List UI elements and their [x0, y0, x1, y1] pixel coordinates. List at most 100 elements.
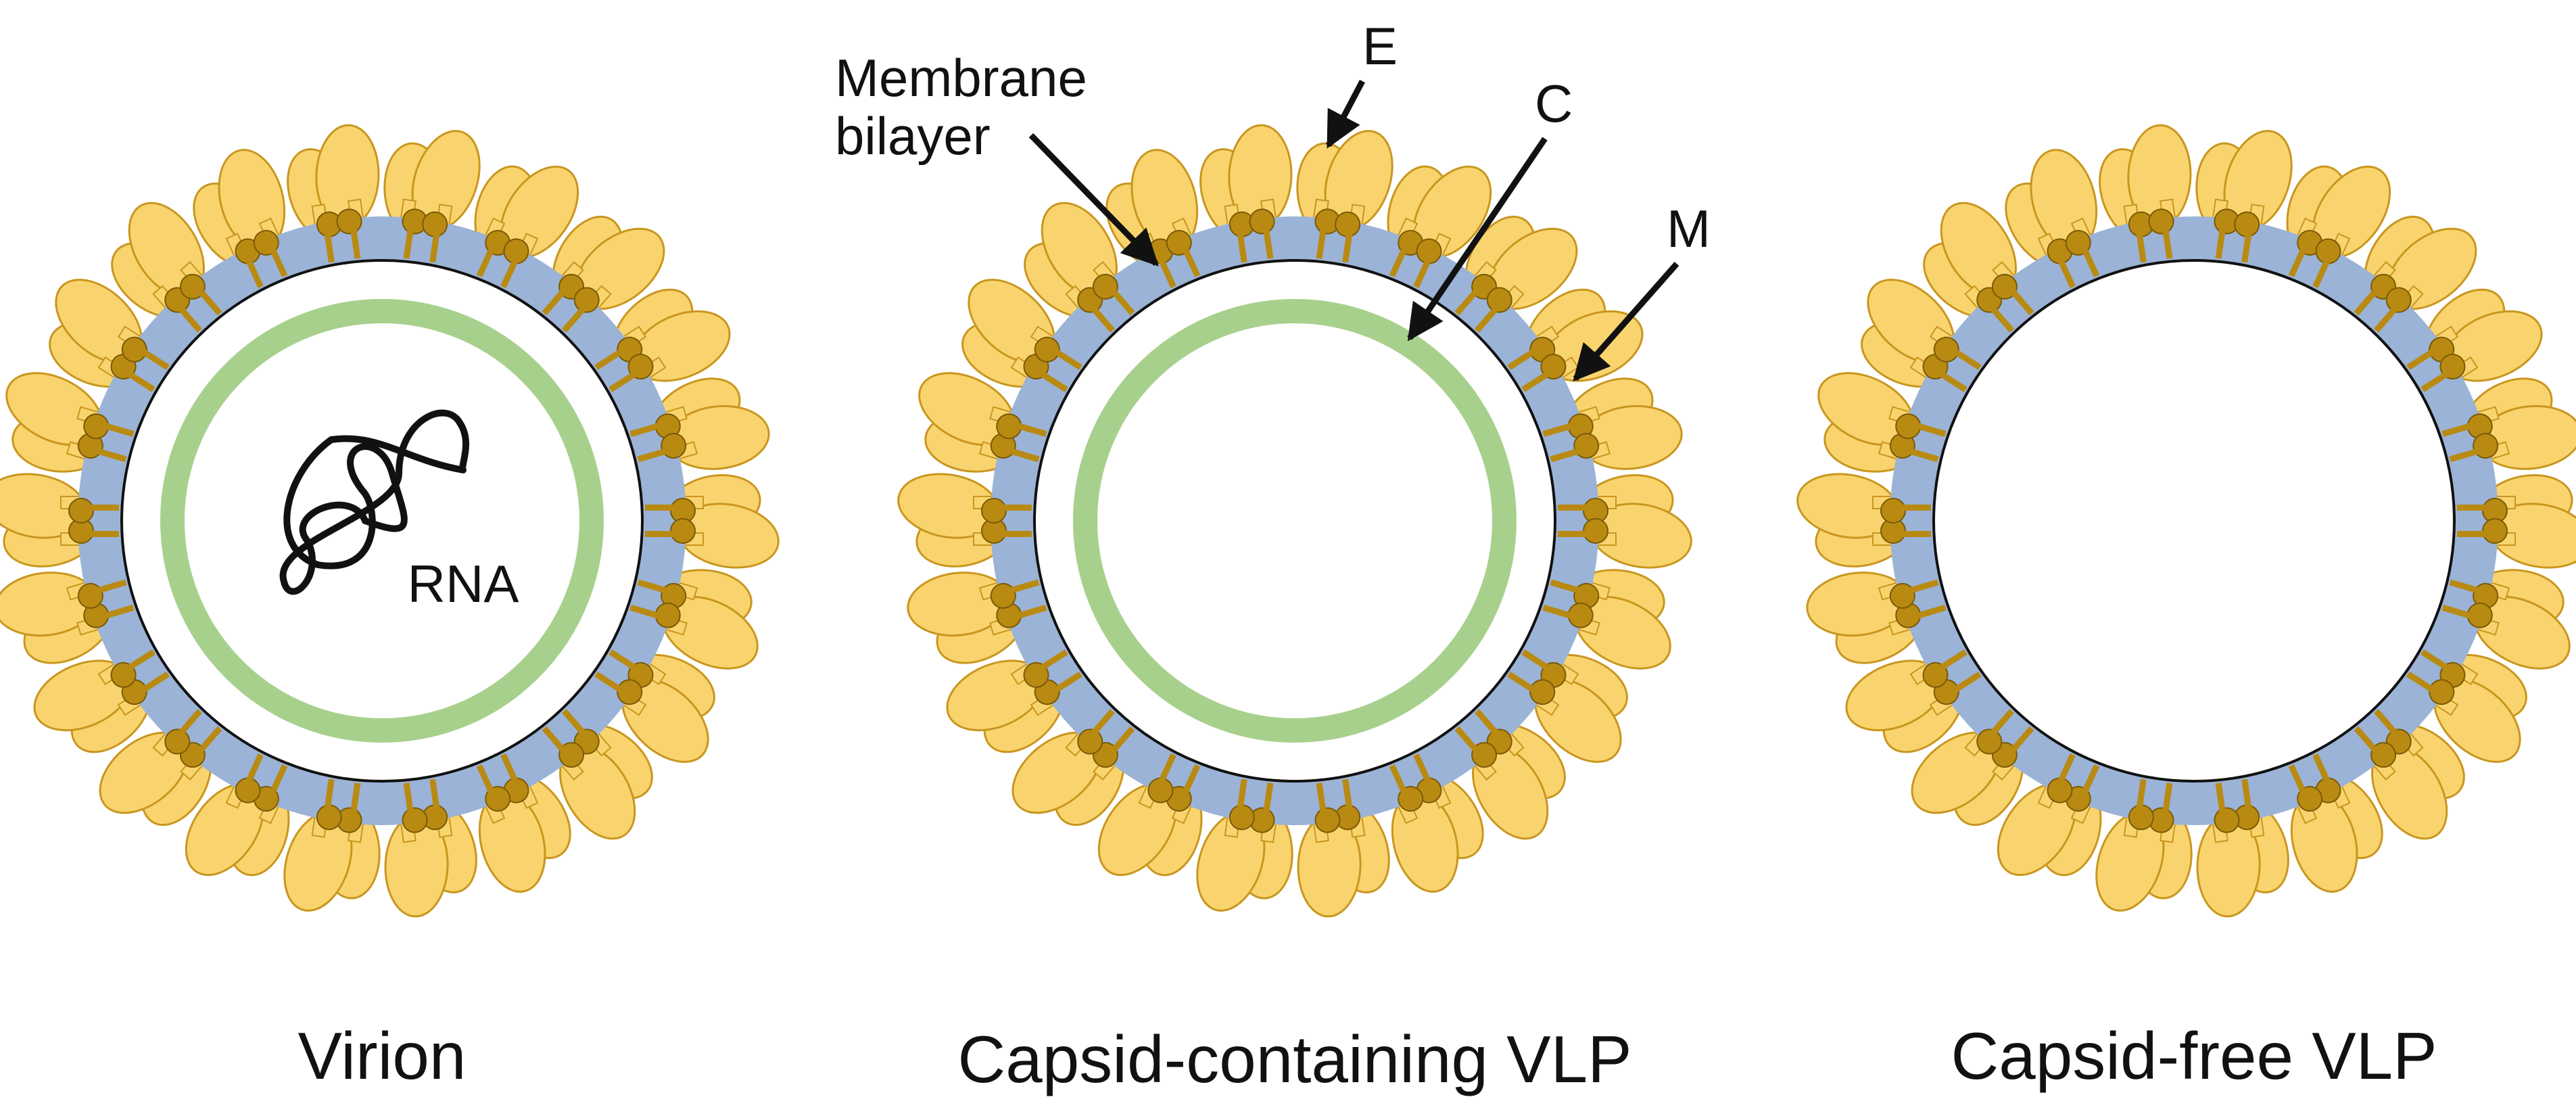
- m-protein-leg: [476, 764, 496, 795]
- m-protein: [2441, 579, 2499, 628]
- e-protein: [2367, 723, 2465, 840]
- m-protein-leg: [1475, 305, 1500, 333]
- m-protein-leg: [1110, 726, 1135, 754]
- m-protein-leg: [245, 257, 264, 289]
- m-protein: [68, 498, 119, 544]
- e-protein: [287, 124, 380, 242]
- m-protein: [1229, 208, 1275, 263]
- m-protein-leg: [140, 348, 170, 371]
- m-protein: [2441, 413, 2499, 463]
- m-protein-leg: [1110, 287, 1135, 316]
- m-protein: [542, 709, 600, 768]
- m-protein-head: [1976, 728, 2003, 755]
- m-protein-leg: [609, 370, 638, 392]
- m-protein-leg: [2374, 305, 2400, 333]
- m-protein-leg: [1158, 753, 1176, 785]
- m-protein-leg: [2354, 287, 2379, 316]
- m-protein-head: [1933, 336, 1959, 363]
- m-protein-leg: [2441, 422, 2474, 438]
- m-protein: [1389, 229, 1442, 289]
- m-protein-leg: [1558, 531, 1589, 537]
- m-protein: [1542, 413, 1600, 463]
- annotation-m: M: [1573, 199, 1711, 382]
- m-protein: [2406, 336, 2466, 392]
- m-protein-leg: [500, 753, 519, 785]
- m-protein-leg: [2288, 246, 2308, 277]
- m-protein-head: [235, 777, 261, 804]
- m-protein-leg: [2162, 783, 2173, 814]
- capsid-ring: [160, 299, 604, 743]
- m-protein: [594, 649, 654, 705]
- m-protein: [2047, 229, 2100, 289]
- capsid-free-vlp-particle: Capsid-free VLP: [1796, 124, 2576, 1093]
- m-protein: [164, 273, 222, 333]
- m-protein-leg: [350, 783, 361, 814]
- m-protein: [1389, 753, 1442, 812]
- m-protein-leg: [1389, 246, 1408, 277]
- m-protein-leg: [1316, 783, 1327, 814]
- m-protein: [1454, 273, 1512, 333]
- m-protein: [77, 579, 135, 628]
- m-protein: [316, 778, 362, 833]
- rna-label: RNA: [408, 554, 519, 613]
- m-protein-head: [1486, 287, 1512, 313]
- m-protein: [594, 336, 654, 392]
- m-protein-leg: [2215, 227, 2226, 259]
- m-protein: [1147, 753, 1201, 812]
- m-protein-leg: [645, 505, 676, 511]
- m-protein-leg: [1454, 726, 1480, 754]
- m-protein-leg: [1053, 671, 1082, 694]
- m-protein-leg: [429, 231, 440, 263]
- m-protein: [2128, 208, 2174, 263]
- m-protein-leg: [2136, 778, 2147, 811]
- m-protein: [645, 498, 696, 544]
- m-protein-leg: [629, 422, 662, 438]
- m-protein-leg: [197, 726, 222, 754]
- m-protein-leg: [126, 649, 156, 672]
- m-protein-leg: [88, 531, 119, 537]
- m-protein-leg: [2312, 257, 2331, 289]
- m-protein-head: [2234, 211, 2260, 237]
- c-label: C: [1535, 74, 1573, 133]
- m-protein-leg: [2162, 227, 2173, 259]
- m-protein-leg: [2354, 726, 2379, 754]
- m-protein-leg: [1952, 348, 1982, 371]
- e-protein: [2196, 799, 2289, 918]
- m-protein-leg: [1007, 447, 1040, 463]
- m-protein-leg: [1389, 764, 1408, 795]
- m-protein: [629, 413, 687, 463]
- m-protein-leg: [1988, 305, 2014, 333]
- m-protein-leg: [637, 579, 669, 595]
- m-protein: [2128, 778, 2174, 833]
- m-protein-leg: [2441, 604, 2474, 620]
- membrane-proteins-m: [68, 208, 696, 833]
- m-arrow: [1573, 262, 1679, 382]
- m-protein-leg: [1053, 348, 1082, 371]
- m-protein-leg: [2215, 783, 2226, 814]
- m-protein-leg: [1521, 370, 1551, 392]
- c-arrow: [1407, 137, 1548, 342]
- m-protein-leg: [1316, 227, 1327, 259]
- m-protein: [1558, 498, 1608, 544]
- m-protein: [2288, 753, 2341, 812]
- caption-capsid-free-vlp: Capsid-free VLP: [1951, 1019, 2437, 1093]
- m-protein-leg: [2457, 505, 2488, 511]
- m-protein-leg: [1158, 257, 1176, 289]
- m-protein-leg: [268, 246, 288, 277]
- m-protein-leg: [1914, 422, 1947, 438]
- m-protein-leg: [1089, 305, 1115, 333]
- m-protein-leg: [594, 348, 624, 371]
- m-protein-leg: [245, 753, 264, 785]
- capsid-containing-vlp-particle: Capsid-containing VLP: [897, 124, 1692, 1096]
- m-protein-head: [1567, 602, 1594, 628]
- m-protein-leg: [1938, 370, 1967, 392]
- m-protein-leg: [1342, 778, 1353, 811]
- m-protein-leg: [324, 778, 335, 811]
- m-protein-leg: [542, 287, 567, 316]
- m-protein: [2288, 229, 2341, 289]
- m-protein-head: [1229, 804, 1255, 831]
- m-protein: [629, 579, 687, 628]
- m-protein: [1077, 273, 1135, 333]
- m-protein-leg: [2241, 231, 2252, 263]
- m-protein-leg: [140, 671, 170, 694]
